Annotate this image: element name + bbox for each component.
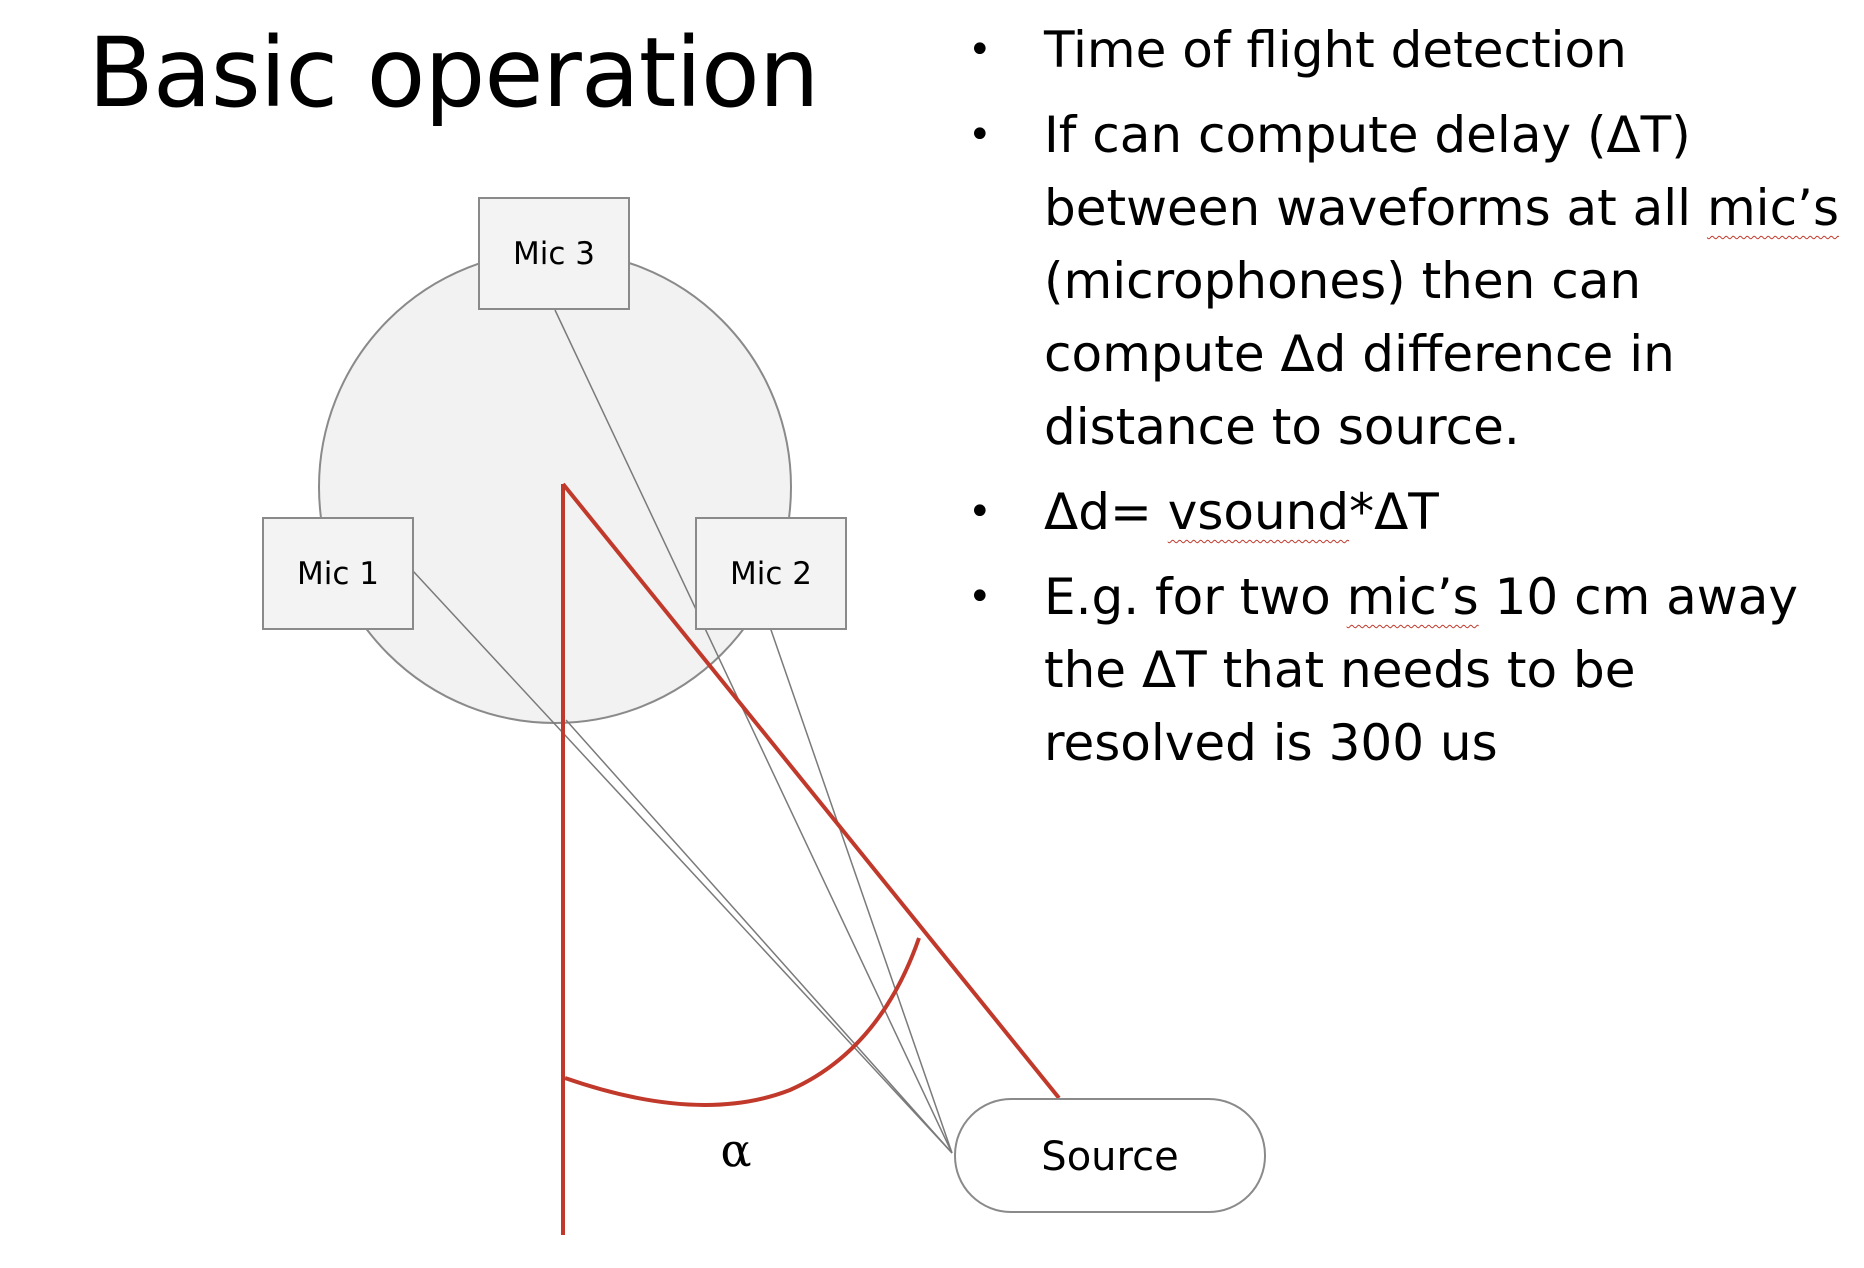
spellcheck-underlined-word: vsound <box>1167 483 1350 541</box>
bullet-item: • If can compute delay (ΔT) between wavef… <box>960 99 1840 464</box>
source-label: Source <box>1041 1134 1178 1180</box>
mic-1: Mic 1 <box>262 517 414 630</box>
spellcheck-underlined-word: mic’s <box>1706 179 1839 237</box>
bullet-item: • Time of flight detection <box>960 14 1840 87</box>
bullet-text: (microphones) then can compute Δd differ… <box>1044 252 1675 456</box>
bullet-text: Δd= <box>1044 483 1168 541</box>
bullet-dot-icon: • <box>968 489 992 535</box>
bullet-item: • Δd= vsound*ΔT <box>960 476 1840 549</box>
bullet-dot-icon: • <box>968 27 992 73</box>
mic-3: Mic 3 <box>478 197 630 310</box>
ray-center-to-source <box>565 719 953 1154</box>
angle-arc <box>564 937 921 1107</box>
bullet-dot-icon: • <box>968 574 992 620</box>
ray-mic2-to-source <box>769 626 953 1154</box>
bullet-list: • Time of flight detection • If can compute… <box>960 14 1840 792</box>
bullet-text: E.g. for two <box>1044 568 1347 626</box>
bullet-text: *ΔT <box>1349 483 1439 541</box>
bullet-item: • E.g. for two mic’s 10 cm away the ΔT th… <box>960 561 1840 780</box>
mic-3-label: Mic 3 <box>513 236 595 272</box>
angle-alpha-label: α <box>720 1123 751 1177</box>
bullet-text: If can compute delay (ΔT) between wavefo… <box>1044 106 1707 237</box>
bullet-text: Time of flight detection <box>1044 21 1627 79</box>
ray-mic3-to-source <box>554 309 953 1154</box>
mic-1-label: Mic 1 <box>297 556 379 592</box>
slide-title: Basic operation <box>88 17 820 129</box>
bullet-dot-icon: • <box>968 112 992 158</box>
mic-2-label: Mic 2 <box>730 556 812 592</box>
ray-mic1-to-source <box>412 570 953 1154</box>
mic-array-circle <box>318 250 792 724</box>
spellcheck-underlined-word: mic’s <box>1346 568 1479 626</box>
source-direction-line <box>561 482 1061 1100</box>
source-node: Source <box>954 1098 1266 1213</box>
mic-2: Mic 2 <box>695 517 847 630</box>
bullet-text: 10 cm away the ΔT that needs to be resol… <box>1044 568 1798 772</box>
